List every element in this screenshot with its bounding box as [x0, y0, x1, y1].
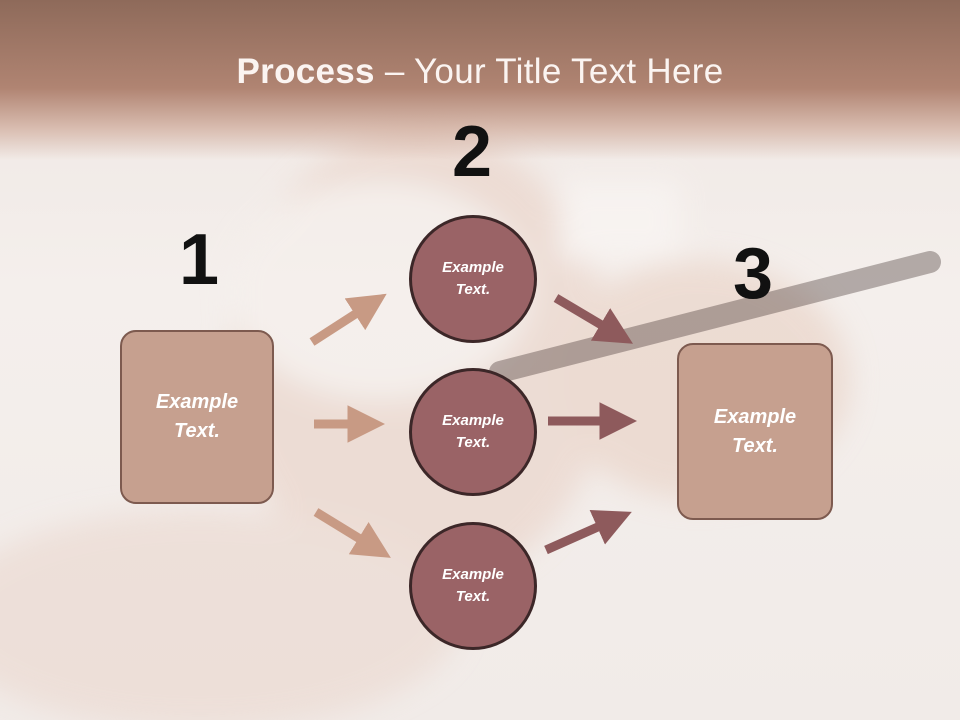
arrow-box1-to-circle-top [309, 293, 387, 346]
circle-bottom-text: Example Text. [442, 565, 504, 606]
title-bold: Process [236, 52, 375, 91]
title-band [0, 0, 960, 160]
circle-middle-text: Example Text. [442, 411, 504, 452]
step-1-box-text: Example Text. [155, 391, 239, 442]
step-1-number: 1 [178, 220, 220, 300]
arrow-circle-bottom-to-box3 [544, 509, 632, 555]
arrow-circle-top-to-box3 [553, 294, 634, 344]
step-3-box-text: Example Text. [713, 405, 797, 457]
title-rest: – Your Title Text Here [374, 52, 724, 91]
step-2-number: 2 [451, 112, 493, 192]
step-2-circle-bottom[interactable]: Example Text. [409, 522, 537, 650]
step-2-circle-middle[interactable]: Example Text. [409, 368, 537, 496]
step-1-box[interactable]: Example Text. [120, 330, 274, 504]
page-title: Process – Your Title Text Here [0, 52, 960, 92]
step-3-box[interactable]: Example Text. [677, 343, 833, 520]
step-2-circle-top[interactable]: Example Text. [409, 215, 537, 343]
step-3-number: 3 [732, 234, 774, 314]
circle-top-text: Example Text. [442, 258, 504, 299]
arrow-box1-to-circle-bottom [313, 508, 391, 558]
